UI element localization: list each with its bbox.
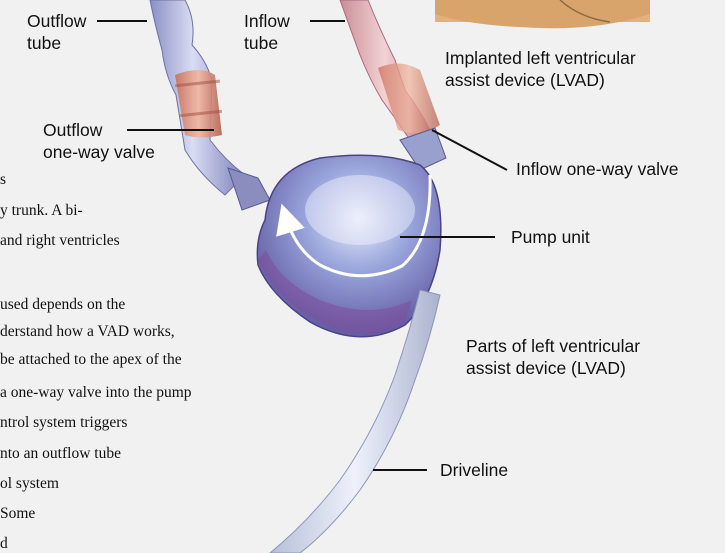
pump-unit-graphic [257, 155, 441, 337]
body-text-line: a one-way valve into the pump [0, 385, 192, 401]
inflow-valve-label: Inflow one-way valve [516, 158, 678, 180]
body-text-line: used depends on the [0, 297, 125, 313]
outflow-tube-label: Outflow tube [27, 10, 86, 54]
driveline-label: Driveline [440, 459, 508, 481]
pump-unit-label: Pump unit [511, 226, 590, 248]
outflow-valve-label: Outflow one-way valve [43, 119, 155, 163]
body-text-line: ntrol system triggers [0, 415, 127, 431]
body-text-line: derstand how a VAD works, [0, 324, 175, 340]
inflow-tube-graphic [340, 0, 446, 170]
body-text-line: be attached to the apex of the [0, 352, 182, 368]
body-text-line: y trunk. A bi- [0, 203, 83, 219]
heart-image-fragment [435, 0, 650, 28]
body-text-line: Some [0, 506, 35, 522]
parts-lvad-label: Parts of left ventricular assist device … [466, 335, 640, 379]
implanted-lvad-label: Implanted left ventricular assist device… [445, 47, 636, 91]
body-text-line: ol system [0, 476, 59, 492]
body-text-line: nto an outflow tube [0, 446, 121, 462]
body-text-line: s [0, 172, 6, 188]
body-text-line: and right ventricles [0, 233, 120, 249]
inflow-tube-label: Inflow tube [244, 10, 290, 54]
body-text-line: d [0, 536, 8, 552]
